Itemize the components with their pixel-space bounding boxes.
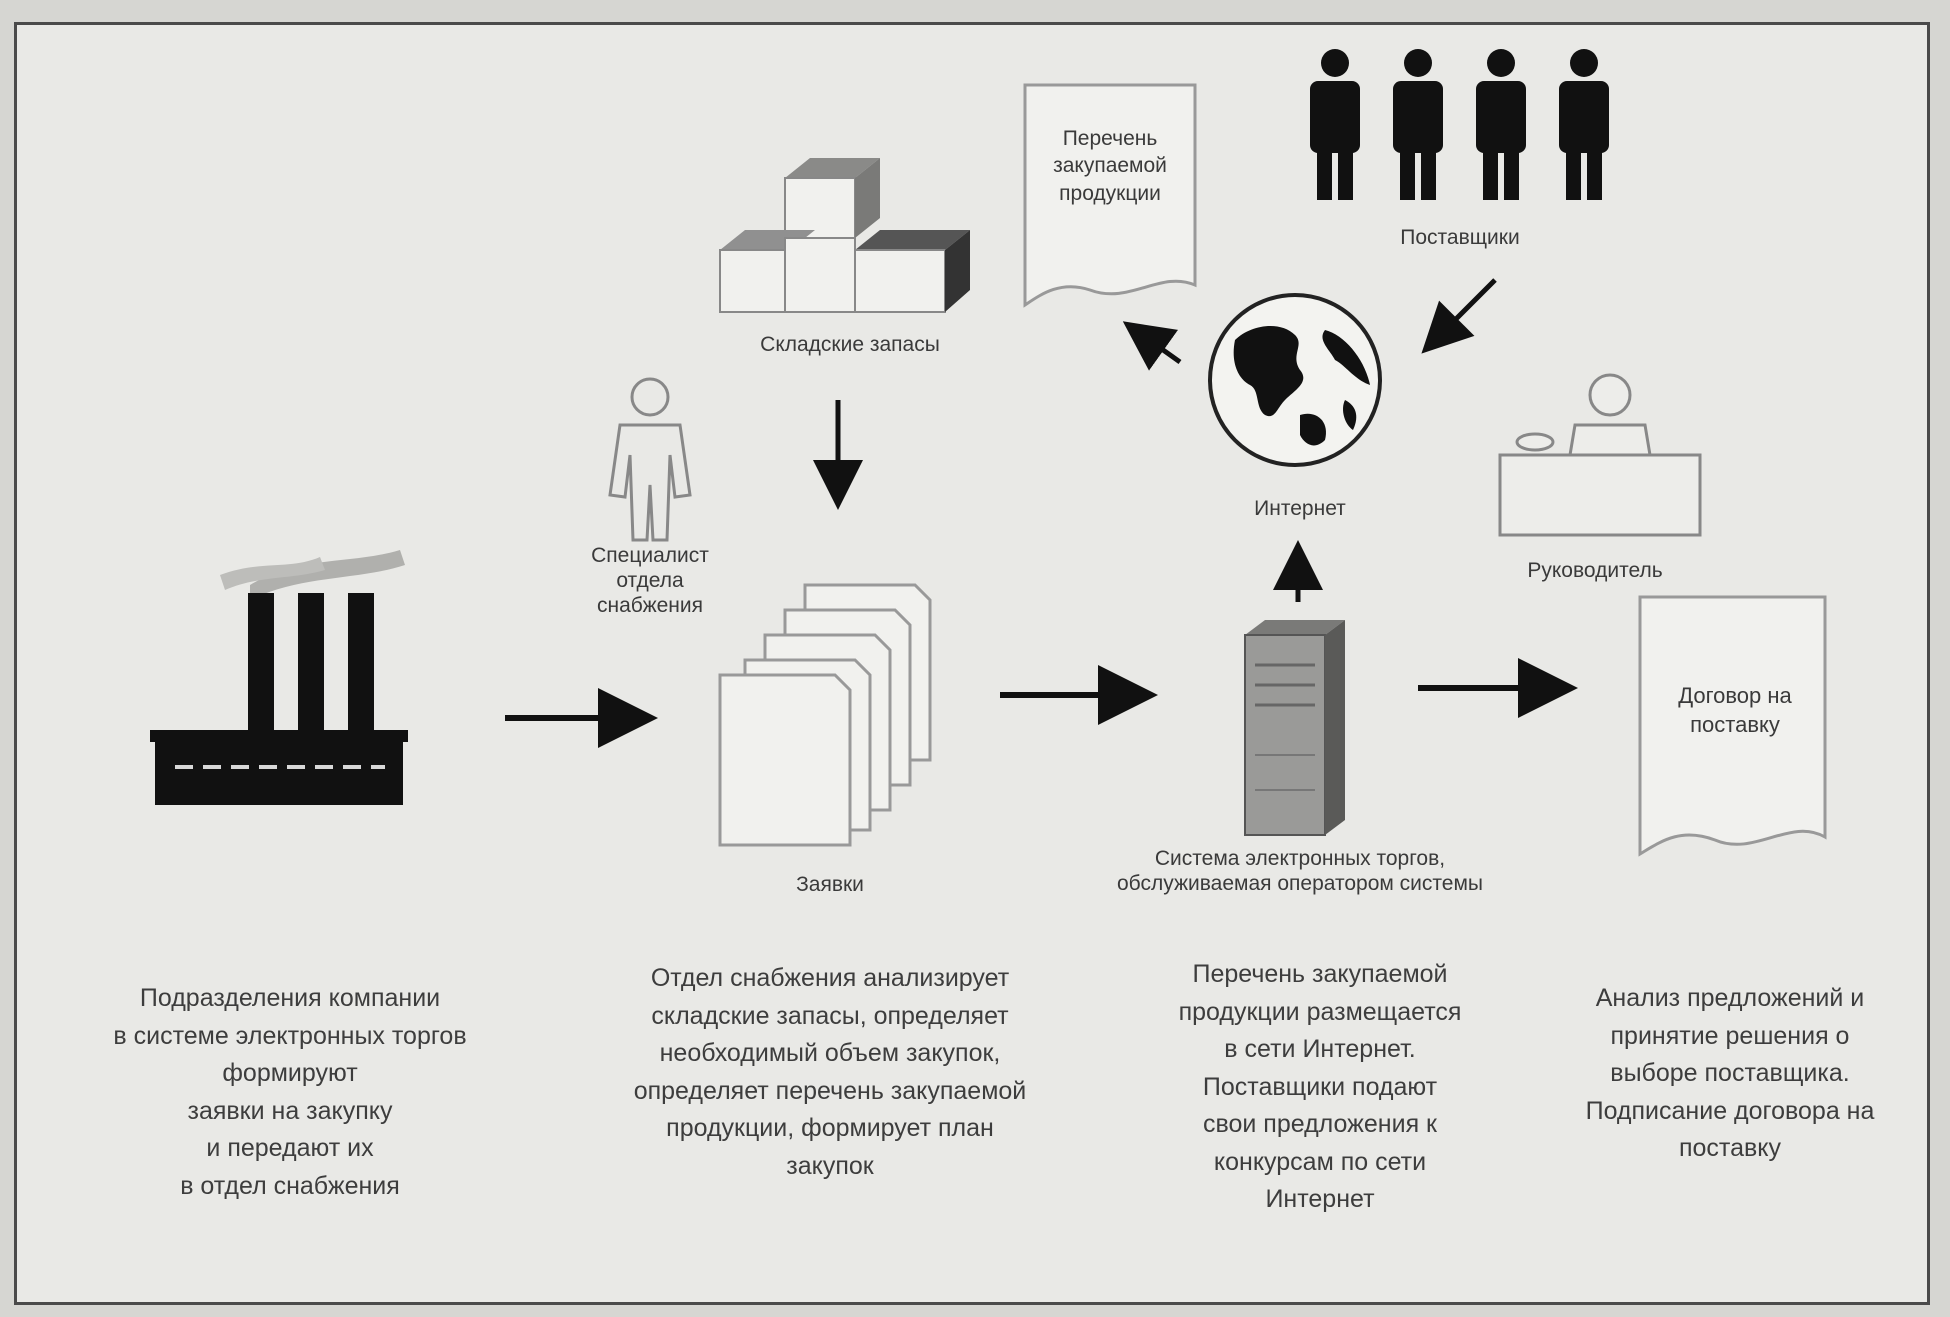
warehouse-label: Складские запасы bbox=[760, 333, 940, 356]
description-line: принятие решения о bbox=[1610, 1021, 1850, 1050]
person-icon bbox=[1559, 49, 1609, 200]
contract-text-line: Договор на bbox=[1678, 683, 1792, 708]
requests-label: Заявки bbox=[796, 873, 864, 896]
specialist-label-line: Специалист bbox=[591, 544, 709, 567]
description-line: Интернет bbox=[1265, 1185, 1375, 1213]
globe-icon bbox=[1208, 293, 1382, 467]
specialist-label: Специалист отдела снабжения bbox=[545, 543, 755, 619]
factory-icon bbox=[150, 550, 408, 805]
description-line: необходимый объем закупок, bbox=[659, 1039, 1001, 1067]
person-icon bbox=[1393, 49, 1443, 200]
purchase-list-line: Перечень bbox=[1062, 127, 1158, 150]
suppliers-label: Поставщики bbox=[1400, 226, 1520, 249]
contract-text: Договор на поставку bbox=[1640, 682, 1830, 739]
contract-text-line: поставку bbox=[1690, 711, 1780, 737]
description-line: Поставщики подают bbox=[1202, 1072, 1438, 1101]
description-line: продукции размещается bbox=[1178, 997, 1462, 1026]
step-description-4: Анализ предложений и принятие решения о … bbox=[1530, 980, 1930, 1168]
description-line: в системе электронных торгов bbox=[113, 1021, 467, 1050]
description-line: закупок bbox=[786, 1151, 874, 1180]
description-line: Перечень закупаемой bbox=[1192, 960, 1448, 988]
server-tower-icon bbox=[1244, 620, 1345, 836]
description-line: продукции, формирует план bbox=[666, 1114, 994, 1142]
diagram-frame bbox=[14, 22, 1930, 1305]
description-line: Подписание договора на bbox=[1585, 1096, 1875, 1125]
warehouse-boxes-icon bbox=[719, 158, 970, 313]
description-line: поставку bbox=[1678, 1134, 1781, 1162]
arrow-internet-to-purchase-list bbox=[1122, 321, 1182, 371]
trading-system-label-line: Система электронных торгов, bbox=[1154, 847, 1446, 870]
step-description-2: Отдел снабжения анализирует складские за… bbox=[560, 960, 1100, 1185]
description-line: и передают их bbox=[206, 1134, 374, 1162]
trading-system-label: Система электронных торгов, обслуживаема… bbox=[1020, 846, 1580, 896]
description-line: формируют bbox=[222, 1059, 358, 1087]
description-line: складские запасы, определяет bbox=[651, 1001, 1009, 1030]
step-description-3: Перечень закупаемой продукции размещаетс… bbox=[1110, 956, 1530, 1219]
description-line: заявки на закупку bbox=[187, 1096, 393, 1125]
person-icon bbox=[1310, 49, 1360, 200]
specialist-label-line: отдела bbox=[616, 569, 684, 593]
description-line: конкурсам по сети bbox=[1213, 1147, 1427, 1176]
trading-system-label-line: обслуживаемая оператором системы bbox=[1117, 872, 1483, 896]
description-line: Подразделения компании bbox=[139, 984, 441, 1012]
description-line: выборе поставщика. bbox=[1610, 1059, 1850, 1087]
manager-label: Руководитель bbox=[1527, 559, 1663, 582]
requests-document-stack-icon bbox=[718, 583, 932, 847]
specialist-label-line: снабжения bbox=[597, 594, 703, 618]
description-line: определяет перечень закупаемой bbox=[633, 1076, 1027, 1105]
description-line: в сети Интернет. bbox=[1224, 1035, 1416, 1063]
arrow-suppliers-to-internet bbox=[1421, 278, 1497, 354]
internet-label: Интернет bbox=[1254, 497, 1346, 520]
step-description-1: Подразделения компании в системе электро… bbox=[40, 980, 540, 1205]
purchase-list-document-icon bbox=[1023, 83, 1197, 308]
purchase-list-line: закупаемой bbox=[1053, 154, 1167, 178]
description-line: Отдел снабжения анализирует bbox=[650, 964, 1010, 992]
person-icon bbox=[1476, 49, 1526, 200]
specialist-person-icon bbox=[608, 377, 692, 542]
suppliers-people-icon bbox=[1310, 49, 1609, 200]
contract-document-icon bbox=[1638, 595, 1827, 857]
description-line: свои предложения к bbox=[1202, 1110, 1437, 1138]
description-line: в отдел снабжения bbox=[180, 1171, 400, 1200]
purchase-list-line: продукции bbox=[1059, 181, 1161, 205]
purchase-list-text: Перечень закупаемой продукции bbox=[1025, 125, 1195, 207]
manager-at-desk-icon bbox=[1498, 373, 1702, 537]
description-line: Анализ предложений и bbox=[1595, 984, 1865, 1012]
